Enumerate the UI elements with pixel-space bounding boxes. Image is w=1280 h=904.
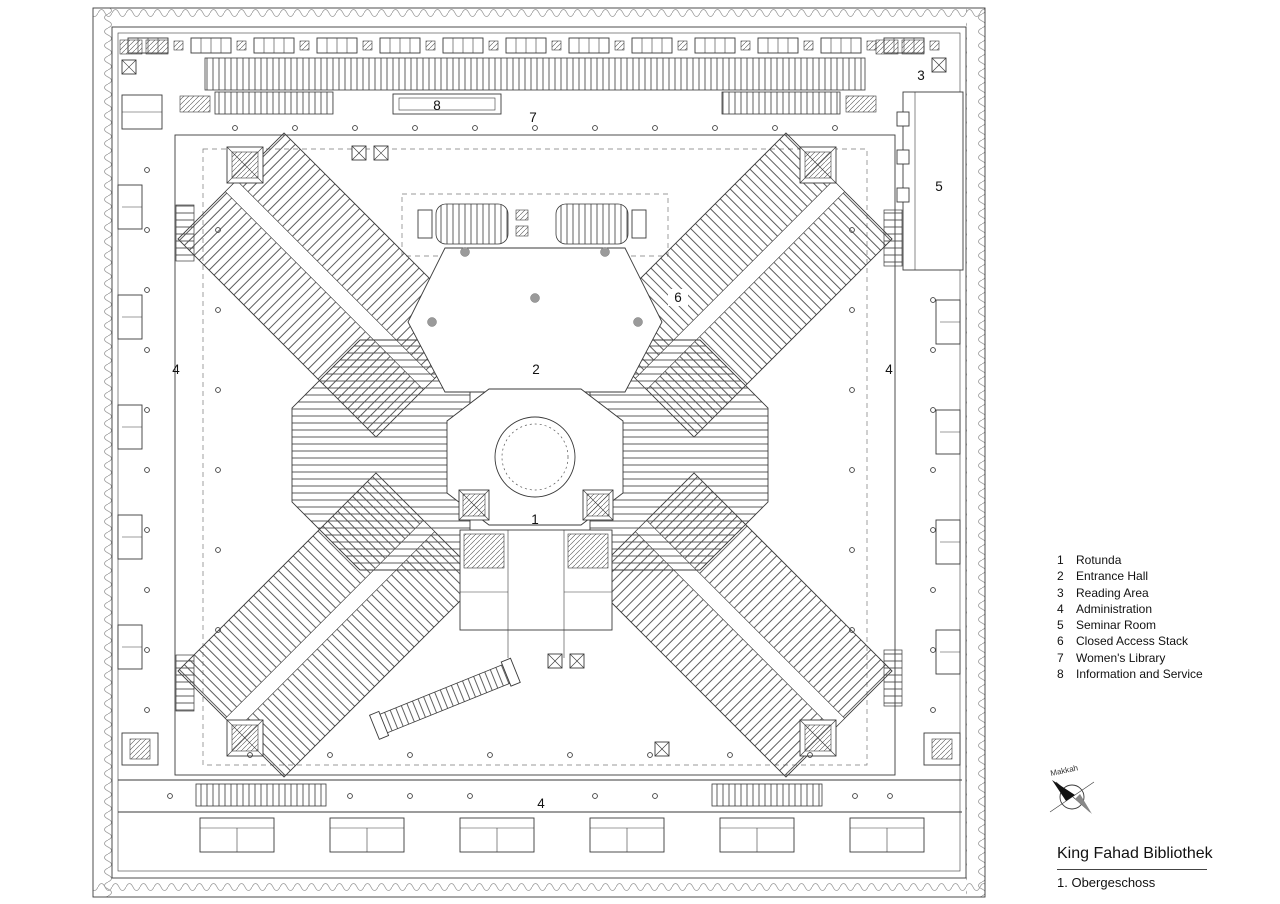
legend-label: Administration xyxy=(1076,601,1153,616)
legend-number: 7 xyxy=(1057,650,1064,665)
womens-library-shelving xyxy=(204,57,866,91)
stair-core-top-left xyxy=(226,146,264,184)
legend-number: 4 xyxy=(1057,601,1064,616)
makkah-label: Makkah xyxy=(1050,763,1079,778)
legend-number: 8 xyxy=(1057,667,1064,682)
restroom-pods xyxy=(417,203,647,245)
legend-label: Information and Service xyxy=(1076,667,1203,682)
plan-label-administration-left: 4 xyxy=(172,362,180,377)
plan-label-womens-library: 7 xyxy=(529,110,537,125)
plan-label-closed-stack: 6 xyxy=(674,290,682,305)
drawing-subtitle: 1. Obergeschoss xyxy=(1057,875,1156,890)
plan-label-administration-right: 4 xyxy=(885,362,893,377)
drawing-title: King Fahad Bibliothek xyxy=(1057,845,1213,862)
title-block: King Fahad Bibliothek 1. Obergeschoss xyxy=(1057,845,1213,890)
seminar-room xyxy=(896,91,964,271)
rotunda xyxy=(494,416,576,498)
reading-area-blocks-right xyxy=(875,39,947,73)
compass-rose: Makkah xyxy=(1050,763,1095,814)
legend: 1 Rotunda 2 Entrance Hall 3 Reading Area… xyxy=(1057,552,1203,682)
legend-item-rotunda: 1 Rotunda xyxy=(1057,552,1203,568)
plan-label-seminar-room: 5 xyxy=(935,179,943,194)
administration-wing-bottom xyxy=(118,779,962,853)
facade-border xyxy=(92,7,986,898)
legend-item-administration: 4 Administration xyxy=(1057,601,1203,617)
legend-item-closed-access-stack: 6 Closed Access Stack xyxy=(1057,633,1203,649)
top-service-rooms xyxy=(127,37,940,54)
legend-item-womens-library: 7 Women's Library xyxy=(1057,650,1203,666)
reading-area-blocks-left xyxy=(119,39,169,130)
plan-label-reading-area: 3 xyxy=(917,68,925,83)
information-desk xyxy=(179,91,877,115)
legend-label: Reading Area xyxy=(1076,585,1149,600)
legend-number: 3 xyxy=(1057,585,1064,600)
plan-label-entrance-hall: 2 xyxy=(532,362,540,377)
legend-label: Entrance Hall xyxy=(1076,569,1149,584)
legend-item-information-and-service: 8 Information and Service xyxy=(1057,666,1203,682)
administration-wing-left xyxy=(117,184,195,766)
central-octagon xyxy=(446,388,624,526)
stair-core-top-right xyxy=(799,146,837,184)
administration-wing-right xyxy=(883,209,961,766)
title-divider xyxy=(1057,869,1207,870)
legend-label: Women's Library xyxy=(1076,650,1166,665)
stair-pod-right xyxy=(582,489,614,521)
legend-item-reading-area: 3 Reading Area xyxy=(1057,585,1203,601)
legend-number: 6 xyxy=(1057,634,1064,649)
stair-pod-left xyxy=(458,489,490,521)
legend-number: 1 xyxy=(1057,553,1064,567)
entrance-hall xyxy=(407,247,663,393)
legend-label: Seminar Room xyxy=(1076,618,1157,633)
legend-item-seminar-room: 5 Seminar Room xyxy=(1057,617,1203,633)
stair-core-bottom-right xyxy=(799,719,837,757)
escalator xyxy=(368,657,521,740)
plan-label-rotunda: 1 xyxy=(531,512,539,527)
plan-label-administration-bottom: 4 xyxy=(537,796,545,811)
legend-label: Closed Access Stack xyxy=(1076,634,1189,649)
stair-core-bottom-left xyxy=(226,719,264,757)
plan-labels: 8 7 3 5 6 2 4 4 1 4 xyxy=(172,68,943,811)
legend-number: 2 xyxy=(1057,569,1064,584)
legend-number: 5 xyxy=(1057,618,1064,633)
core-rooms-below xyxy=(459,529,613,658)
plan-label-information: 8 xyxy=(433,98,441,113)
legend-item-entrance-hall: 2 Entrance Hall xyxy=(1057,568,1203,584)
legend-label: Rotunda xyxy=(1076,553,1122,567)
